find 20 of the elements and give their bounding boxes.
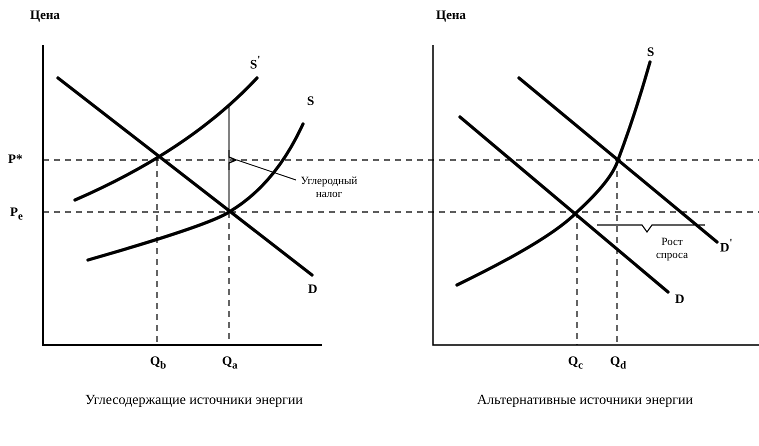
axis-tick-label: Q$_{c}$: [568, 354, 583, 372]
curve-label: S: [307, 94, 314, 107]
axis-label: Цена: [436, 8, 466, 21]
curve-label: S: [647, 45, 654, 58]
chart-caption: Альтернативные источники энергии: [476, 393, 694, 410]
brace: [228, 150, 238, 170]
axis-tick-label: P$_{e}$: [10, 205, 23, 222]
curve-label: D$^{'}$: [720, 238, 732, 254]
curve-label: S$^{'}$: [250, 55, 260, 70]
axis-tick-label: Q$_{b}$: [150, 354, 166, 372]
axis-tick-label: Q$_{d}$: [610, 354, 626, 372]
curve-label: D: [308, 282, 318, 295]
curve-label: D: [675, 292, 684, 305]
axis-tick-label: Q$_{a}$: [222, 354, 238, 372]
chart-caption: Углесодержащие источники энергии: [84, 393, 304, 410]
axis-tick-label: P*: [8, 152, 22, 165]
leader-line: [236, 160, 296, 180]
callout-label: Рост спроса: [655, 236, 689, 262]
callout-label: Углеродный налог: [298, 175, 360, 200]
axis-label: Цена: [30, 8, 60, 21]
